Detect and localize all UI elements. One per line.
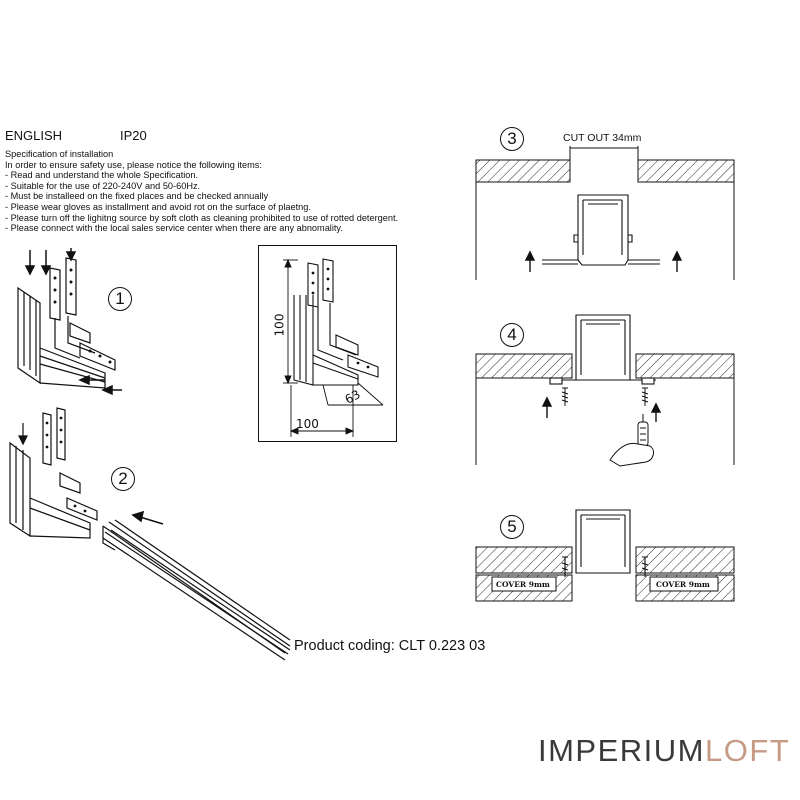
step4-screw-illustration	[475, 314, 735, 467]
cover-left-label: COVER 9mm	[496, 580, 550, 589]
spec-line: - Read and understand the whole Specific…	[5, 170, 199, 181]
step5-cover-illustration	[475, 509, 735, 602]
ip-rating-label: IP20	[120, 128, 147, 143]
spec-line: In order to ensure safety use, please no…	[5, 159, 262, 170]
spec-line: - Please wear gloves as installment and …	[5, 201, 311, 212]
step1-corner-illustration	[17, 248, 122, 396]
spec-line: - Please turn off the lighitng source by…	[5, 212, 399, 223]
step-1-marker: 1	[108, 287, 132, 311]
cover-right-label: COVER 9mm	[656, 580, 710, 589]
cutout-label: CUT OUT 34mm	[563, 132, 642, 144]
step2-profile-illustration	[9, 407, 291, 661]
spec-line: - Must be installeed on the fixed places…	[5, 191, 269, 202]
dimension-width-label: 100	[296, 417, 319, 431]
spec-line: - Suitable for the use of 220-240V and 5…	[5, 180, 201, 191]
step-4-marker: 4	[500, 323, 524, 347]
language-label: ENGLISH	[5, 128, 63, 143]
spec-line: Specification of installation	[5, 149, 114, 159]
step-5-marker: 5	[500, 515, 524, 539]
product-coding: Product coding: CLT 0.223 03	[294, 638, 486, 654]
brand-watermark: IMPERIUMLOFT	[538, 733, 790, 769]
dimension-height-label: 100	[272, 313, 287, 337]
step-2-marker: 2	[111, 467, 135, 491]
specification-text: Specification of installation In order t…	[5, 149, 445, 234]
brand-part-imperium: IMPERIUM	[538, 733, 705, 768]
brand-part-loft: LOFT	[705, 733, 791, 768]
dimension-diagram	[258, 245, 397, 442]
step3-cutout-illustration	[475, 146, 735, 280]
step-3-marker: 3	[500, 127, 524, 151]
spec-line: - Please connect with the local sales se…	[5, 223, 343, 234]
